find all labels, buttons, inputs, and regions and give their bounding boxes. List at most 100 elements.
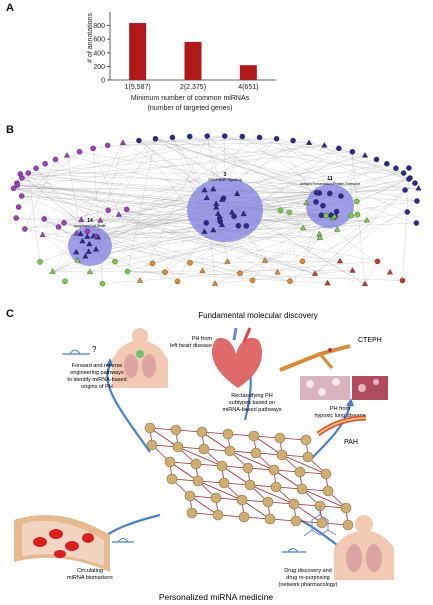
- network-node: [224, 258, 231, 264]
- cluster-3-halo: [187, 178, 263, 242]
- hypoxic-text-2: hypoxic lung disease: [314, 413, 365, 419]
- y-axis-label: # of annotations: [87, 13, 94, 63]
- lattice-node: [320, 468, 332, 480]
- network-node: [39, 231, 46, 238]
- lattice-node: [146, 439, 158, 451]
- network-node: [49, 268, 56, 274]
- lattice-node: [242, 462, 254, 474]
- network-node: [249, 277, 256, 284]
- network-node: [237, 270, 243, 276]
- lattice-node: [236, 494, 248, 506]
- network-edge: [324, 145, 366, 156]
- network-node: [273, 136, 280, 142]
- lattice-node: [302, 451, 314, 463]
- lattice-node: [172, 441, 184, 453]
- network-node: [361, 280, 369, 286]
- network-node: [86, 240, 93, 247]
- network-node: [414, 198, 420, 204]
- network-node: [321, 142, 328, 148]
- network-edge: [224, 135, 409, 180]
- network-node: [10, 185, 17, 192]
- network-node: [201, 228, 208, 234]
- bar-0: [129, 23, 147, 81]
- circulating-text-1: Circulating: [77, 568, 103, 574]
- lattice-edge: [197, 480, 243, 501]
- cluster-11-id: 11: [327, 176, 333, 182]
- network-edge: [402, 178, 410, 281]
- cluster-3-id: 3: [224, 172, 227, 178]
- network-node: [336, 145, 342, 152]
- network-node: [201, 186, 208, 193]
- forward-text-1: Forward and reverse: [72, 363, 123, 369]
- bar-1: [184, 41, 202, 80]
- network-edge: [13, 145, 325, 189]
- pah-label: PAH: [344, 439, 358, 446]
- lattice-node: [170, 424, 182, 436]
- network-node: [37, 259, 43, 265]
- cluster-14-label: Apoptosis/Cell Death: [74, 224, 107, 228]
- network-node: [234, 190, 241, 196]
- lattice-edge: [301, 488, 347, 509]
- network-edge: [189, 136, 317, 193]
- network-node: [349, 148, 356, 155]
- network-edge: [152, 215, 332, 264]
- network-node: [386, 268, 394, 275]
- mirna-hairpin-icon: [62, 349, 90, 355]
- lattice-node: [340, 502, 352, 514]
- network-edge: [85, 138, 277, 257]
- network-edge: [214, 229, 338, 284]
- network-edge: [127, 138, 156, 272]
- network-node: [186, 133, 193, 140]
- network-node: [261, 257, 269, 263]
- network-node: [78, 216, 85, 222]
- network-node: [313, 199, 319, 205]
- network-node: [313, 189, 320, 196]
- y-tick-label-3: 600: [93, 37, 105, 44]
- network-node: [324, 279, 331, 286]
- lattice-edge: [221, 465, 251, 486]
- network-node: [162, 269, 168, 275]
- lattice-node: [212, 509, 224, 521]
- network-node: [17, 171, 23, 177]
- lattice-edge: [253, 435, 283, 456]
- network-edge: [239, 220, 368, 274]
- network-node: [55, 224, 62, 230]
- x-tick-label-1: 2(2,375): [180, 84, 206, 91]
- lattice-node: [210, 492, 222, 504]
- lattice-node: [222, 428, 234, 440]
- network-edge: [139, 136, 208, 281]
- lattice-node: [192, 475, 204, 487]
- lattice-node: [342, 519, 354, 531]
- network-node: [22, 226, 28, 232]
- network-edge: [16, 182, 333, 219]
- network-edge: [118, 214, 316, 274]
- lung-tissue-icon: [300, 376, 388, 400]
- network-node: [33, 165, 39, 172]
- network-node: [413, 220, 420, 226]
- cteph-label: CTEPH: [358, 337, 382, 344]
- network-node: [84, 233, 91, 239]
- network-node: [222, 133, 228, 139]
- network-edge: [207, 135, 353, 152]
- lattice-edge: [249, 484, 295, 505]
- network-node: [306, 139, 313, 145]
- patient-torso-icon: [334, 515, 394, 580]
- x-tick-label-0: 1(5,587): [125, 84, 151, 91]
- lattice-edge: [281, 454, 327, 475]
- network-node: [211, 280, 219, 286]
- network-node: [52, 156, 59, 163]
- network-node: [240, 210, 247, 216]
- network-edge: [364, 261, 378, 284]
- lattice-node: [224, 445, 236, 457]
- network-node: [41, 216, 47, 222]
- network-node: [333, 208, 340, 215]
- cluster-14-id: 14: [87, 218, 93, 224]
- network-node: [318, 212, 325, 219]
- lattice-node: [288, 498, 300, 510]
- network-node: [149, 260, 156, 267]
- network-node: [231, 213, 237, 220]
- network-node: [99, 280, 106, 287]
- network-edge: [21, 195, 222, 226]
- network-node: [299, 224, 307, 231]
- network-node: [256, 134, 263, 141]
